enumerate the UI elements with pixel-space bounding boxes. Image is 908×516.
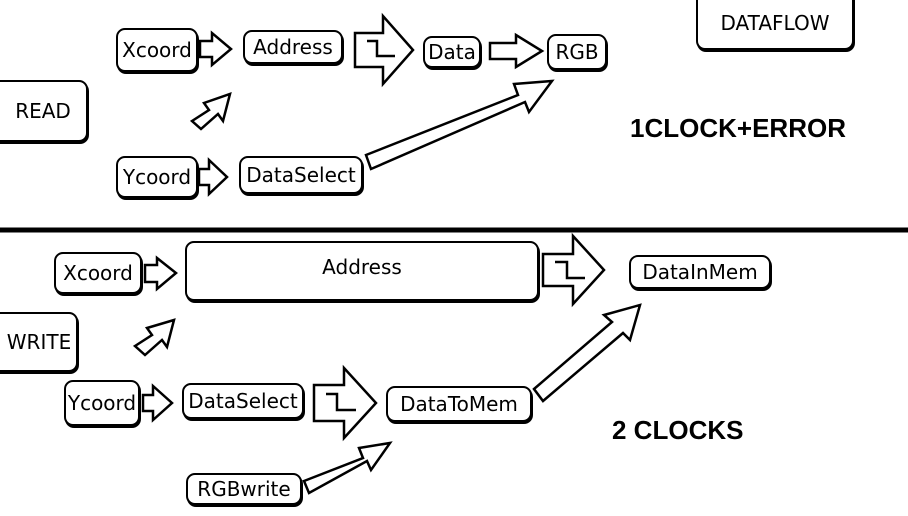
read-ycoord-to-xcoord-arrow <box>189 92 232 131</box>
write-ycoord-node: Ycoord <box>64 380 140 426</box>
write-xcoord-node: Xcoord <box>54 252 142 294</box>
write-address-to-datainmem-clock-arrow <box>541 232 606 308</box>
write-clock-symbol-2 <box>326 392 356 412</box>
read-address-node: Address <box>243 30 343 64</box>
write-address-node: Address <box>185 241 539 301</box>
read-address-to-data-clock-arrow <box>353 12 415 88</box>
read-data-to-rgb-arrow <box>488 32 545 70</box>
write-datatomem-node: DataToMem <box>386 386 532 422</box>
write-rgbwrite-node: RGBwrite <box>186 473 302 505</box>
read-ycoord-node: Ycoord <box>116 156 198 198</box>
read-rgb-node: RGB <box>547 34 607 70</box>
write-dataselect-to-datatomem-clock-arrow <box>312 364 378 442</box>
read-xcoord-node: Xcoord <box>116 28 198 72</box>
read-data-node: Data <box>423 36 481 68</box>
write-clock-symbol-1 <box>555 260 585 280</box>
read-clock-symbol <box>367 39 395 58</box>
read-ycoord-to-dataselect-arrow <box>197 157 229 197</box>
write-datainmem-node: DataInMem <box>629 255 771 289</box>
write-ycoord-to-xcoord-arrow <box>132 318 176 357</box>
write-section-label: WRITE <box>0 312 78 372</box>
write-ycoord-to-dataselect-arrow <box>141 383 174 423</box>
write-rgbwrite-to-datatomem-arrow <box>302 441 393 495</box>
write-datatomem-to-datainmem-arrow <box>532 303 642 403</box>
read-dataselect-to-rgb-arrow <box>364 79 555 171</box>
read-section-label: READ <box>0 80 88 142</box>
read-timing-label: 1CLOCK+ERROR <box>630 113 846 143</box>
read-xcoord-to-address-arrow <box>198 30 233 68</box>
write-dataselect-node: DataSelect <box>182 383 304 419</box>
dataflow-label: DATAFLOW <box>696 0 854 50</box>
write-xcoord-to-address-arrow <box>143 255 178 292</box>
write-timing-label: 2 CLOCKS <box>612 415 744 445</box>
read-dataselect-node: DataSelect <box>239 156 363 194</box>
